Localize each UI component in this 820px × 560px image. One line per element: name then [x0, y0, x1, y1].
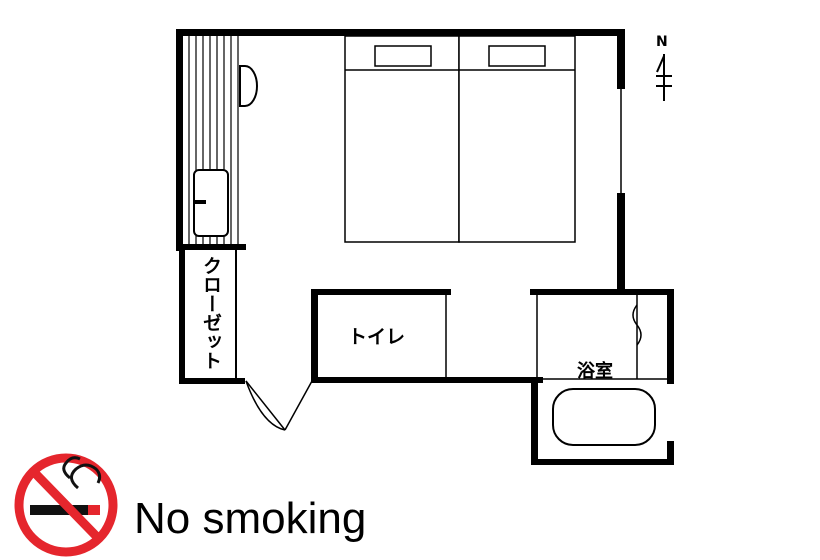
- closet-label: クローゼット: [200, 256, 222, 370]
- exterior-walls: [176, 29, 625, 293]
- compass-north-label: N: [656, 34, 668, 50]
- entrance-door[interactable]: [245, 380, 313, 431]
- no-smoking-text: No smoking: [134, 494, 366, 543]
- toilet-walls: [311, 289, 543, 383]
- no-smoking-icon: [14, 453, 118, 557]
- north-arrow-icon: [656, 54, 672, 101]
- fridge-handle: [194, 200, 206, 204]
- closet-walls: [179, 250, 245, 384]
- bathtub-icon: [552, 388, 656, 446]
- chair-icon: [239, 65, 258, 107]
- bed-right: [458, 35, 576, 243]
- bed-left: [344, 35, 460, 243]
- twin-beds: [344, 35, 576, 243]
- toilet-label: トイレ: [348, 326, 405, 348]
- pillow-right: [488, 45, 546, 67]
- pillow-left: [374, 45, 432, 67]
- bathroom-label: 浴室: [577, 360, 613, 382]
- washbasin-icon: [632, 304, 642, 346]
- bathroom-walls: [530, 289, 674, 465]
